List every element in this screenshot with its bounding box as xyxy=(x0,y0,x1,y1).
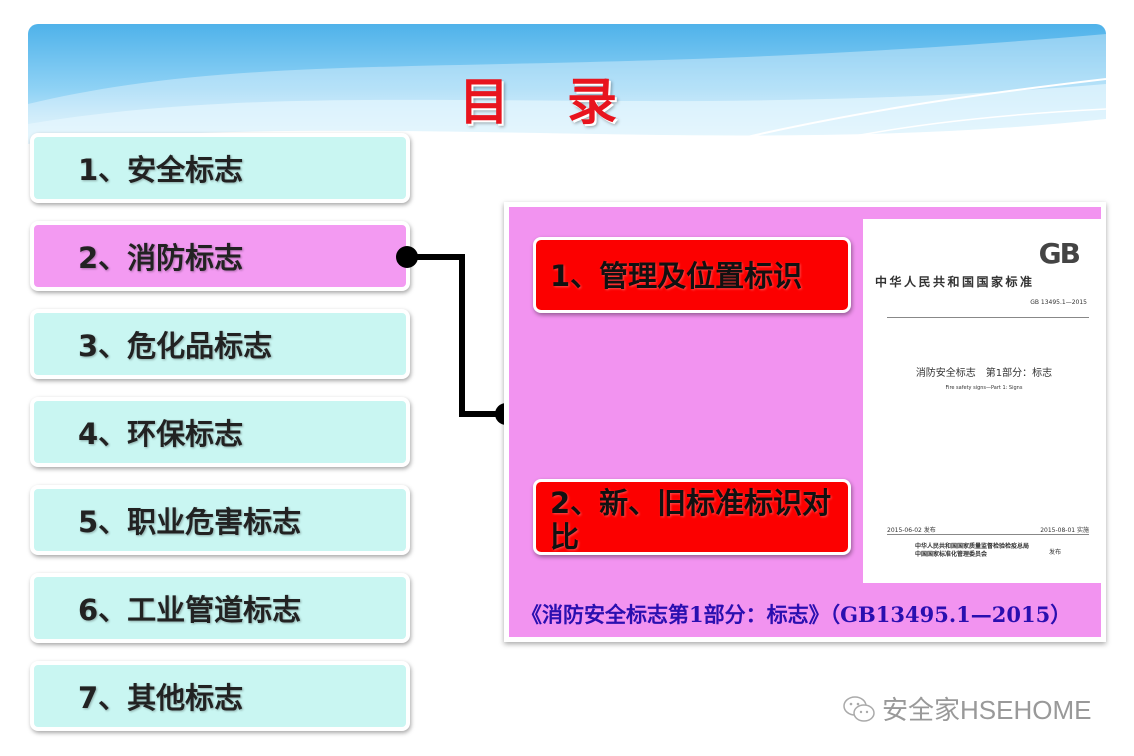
menu-item-label: 1、安全标志 xyxy=(78,153,244,187)
sub-item-management-location[interactable]: 1、管理及位置标识 xyxy=(533,237,851,313)
standard-english-name: Fire safety signs—Part 1: Signs xyxy=(945,385,1023,391)
divider xyxy=(887,317,1089,318)
standard-code: GB 13495.1—2015 xyxy=(1030,299,1087,306)
menu-item-industrial-pipeline-signs[interactable]: 6、工业管道标志 xyxy=(30,573,410,643)
watermark: 安全家HSEHOME xyxy=(842,690,1091,727)
watermark-text: 安全家HSEHOME xyxy=(882,695,1092,725)
menu-item-hazardous-chemical-signs[interactable]: 3、危化品标志 xyxy=(30,309,410,379)
sub-item-label: 1、管理及位置标识 xyxy=(550,259,803,293)
sub-item-label: 2、新、旧标准标识对比 xyxy=(550,486,832,554)
wechat-icon xyxy=(843,695,875,722)
menu-item-safety-signs[interactable]: 1、安全标志 xyxy=(30,133,410,203)
menu-item-label: 2、消防标志 xyxy=(78,241,244,275)
page-title: 目录 xyxy=(459,72,675,131)
divider xyxy=(887,534,1089,535)
fire-signs-panel: 1、管理及位置标识 2、新、旧标准标识对比 GB 中华人民共和国国家标准 GB … xyxy=(504,202,1106,642)
gb-logo: GB xyxy=(1038,237,1081,270)
menu-item-fire-signs[interactable]: 2、消防标志 xyxy=(30,221,410,291)
menu-item-label: 4、环保标志 xyxy=(78,417,244,451)
menu-item-label: 5、职业危害标志 xyxy=(78,505,302,539)
menu-item-environmental-signs[interactable]: 4、环保标志 xyxy=(30,397,410,467)
sub-item-old-new-comparison[interactable]: 2、新、旧标准标识对比 xyxy=(533,479,851,555)
menu-item-label: 7、其他标志 xyxy=(78,681,244,715)
standard-name: 消防安全标志 第1部分：标志 xyxy=(915,368,1053,379)
national-standard-label: 中华人民共和国国家标准 xyxy=(875,275,1035,289)
menu-item-other-signs[interactable]: 7、其他标志 xyxy=(30,661,410,731)
standard-cover-image: GB 中华人民共和国国家标准 GB 13495.1—2015 消防安全标志 第1… xyxy=(863,219,1105,583)
menu-item-label: 6、工业管道标志 xyxy=(78,593,302,627)
standard-caption: 《消防安全标志第1部分：标志》（GB13495.1—2015） xyxy=(521,602,1072,627)
menu-item-occupational-hazard-signs[interactable]: 5、职业危害标志 xyxy=(30,485,410,555)
menu-item-label: 3、危化品标志 xyxy=(78,329,273,363)
publishers: 中华人民共和国国家质量监督检验检疫总局中国国家标准化管理委员会 xyxy=(915,543,1030,558)
issue-date: 2015-06-02 发布 xyxy=(887,527,936,534)
effective-date: 2015-08-01 实施 xyxy=(1040,527,1089,534)
publish-label: 发布 xyxy=(1049,549,1062,556)
